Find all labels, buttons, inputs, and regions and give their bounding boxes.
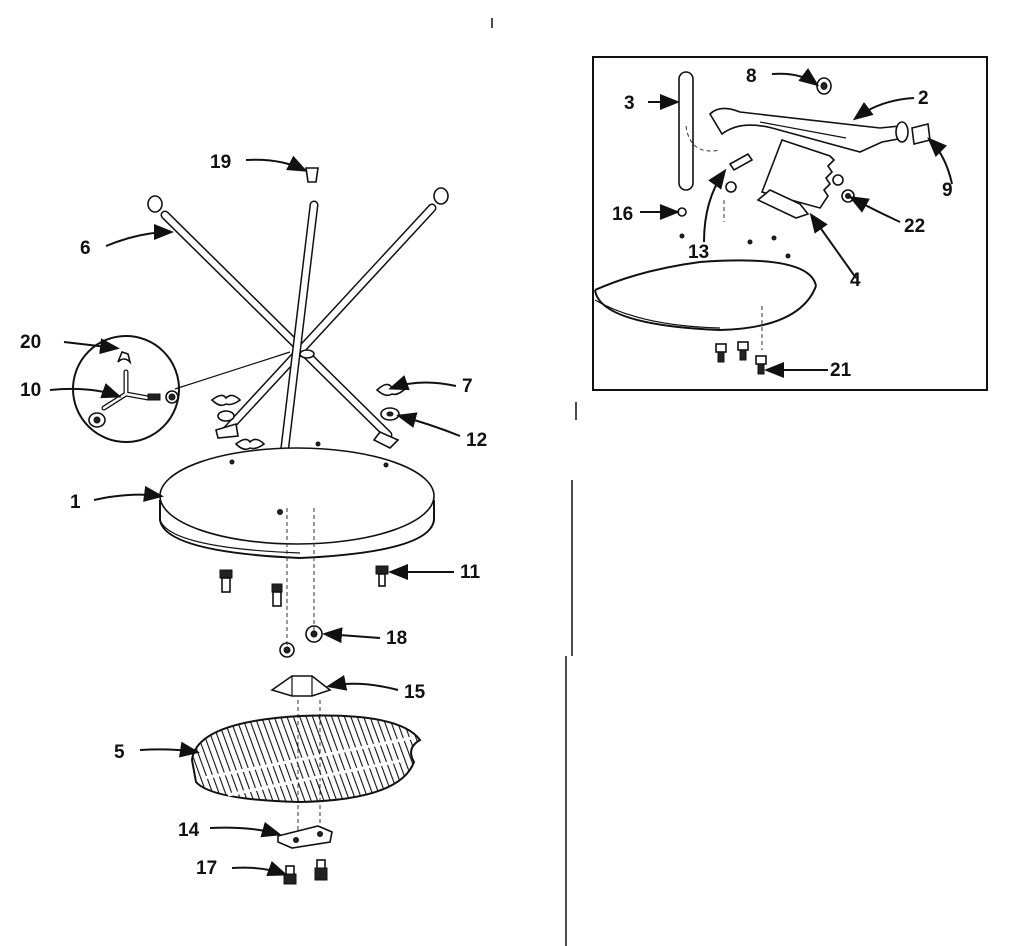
cap-9 [911,123,931,145]
callout-12: 12 [466,430,487,451]
callout-7: 7 [462,376,473,397]
foot-cap-19 [305,167,319,183]
callout-13: 13 [688,242,709,263]
callout-18: 18 [386,628,407,649]
wing-nut-left [210,394,242,422]
leader-arrows [49,68,953,877]
nut-8 [816,77,832,95]
callout-labels: 19 6 20 10 7 12 1 11 18 15 5 14 17 8 3 2… [20,66,953,879]
nut-22 [841,189,855,203]
callout-22: 22 [904,216,925,237]
screw-11 [375,565,389,587]
leg-3 [678,71,721,191]
inset-detail [592,56,988,391]
callout-10: 10 [20,380,41,401]
callout-20: 20 [20,332,41,353]
callout-8: 8 [746,66,757,87]
callout-19: 19 [210,152,231,173]
callout-15: 15 [404,682,426,703]
handle-2 [708,107,909,153]
leg-hub [299,349,315,359]
callout-9: 9 [942,180,953,201]
main-assembly [72,167,449,885]
bolt-17 [283,865,297,885]
grate-5 [190,714,422,804]
washer-12 [380,407,400,421]
callout-4: 4 [850,270,861,291]
screw-left [219,569,233,593]
pin-13 [725,152,754,193]
callout-6: 6 [80,238,91,259]
callout-3: 3 [624,93,635,114]
callout-16: 16 [612,204,633,225]
callout-2: 2 [918,88,929,109]
screw-21 [755,355,767,375]
bracket-14 [277,825,333,849]
bolt-right [314,859,328,881]
callout-5: 5 [114,742,125,763]
callout-21: 21 [830,360,852,381]
hub-detail [72,335,291,443]
callout-11: 11 [460,562,481,583]
leg-right [220,187,449,437]
callout-1: 1 [70,492,81,513]
top-tray-1 [159,441,435,560]
bracket-15 [270,675,332,697]
leg-center [275,200,319,493]
callout-14: 14 [178,820,200,841]
bracket-4 [756,138,836,219]
screw-center [271,583,283,607]
callout-17: 17 [196,858,217,879]
leg-6 [147,195,393,440]
